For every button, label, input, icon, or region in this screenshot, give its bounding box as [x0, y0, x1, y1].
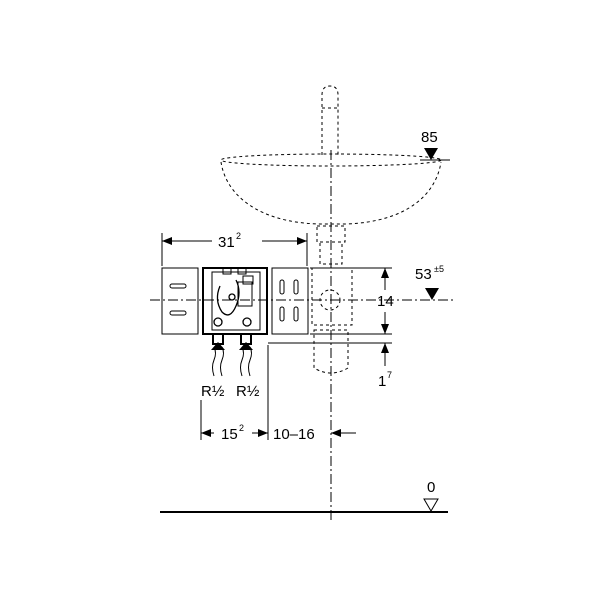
connection-right-label: R½ — [236, 383, 260, 400]
connection-width-label: 15 — [221, 426, 238, 443]
frame-height-dimension: 14 — [310, 267, 394, 335]
frame-width-label: 31 — [218, 234, 235, 251]
center-height-sup: ±5 — [434, 264, 444, 274]
basin-height-label: 85 — [421, 129, 438, 146]
faucet — [321, 85, 339, 155]
floor-level: 0 — [160, 479, 448, 513]
frame-height-label: 14 — [377, 293, 394, 310]
wall-distance-label: 10–16 — [273, 426, 315, 443]
supply-arrows-left — [211, 342, 225, 377]
basin-height-marker: 85 — [420, 129, 450, 161]
floor-level-label: 0 — [427, 479, 435, 496]
center-height-marker: 53 ±5 — [415, 264, 444, 300]
connection-width-sup: 2 — [239, 423, 244, 433]
connection-left-label: R½ — [201, 383, 225, 400]
wall-distance-dimension: 10–16 — [273, 426, 356, 443]
center-height-label: 53 — [415, 266, 432, 283]
frame-width-sup: 2 — [236, 231, 241, 241]
frame-width-dimension: 31 2 — [161, 231, 308, 266]
supply-arrows-right — [239, 342, 253, 377]
bottom-offset-dimension: 1 7 — [268, 342, 392, 390]
mounting-frame — [161, 267, 309, 345]
bottom-offset-label: 1 — [378, 373, 386, 390]
connection-width-dimension: 15 2 — [200, 345, 269, 443]
bottom-offset-sup: 7 — [387, 370, 392, 380]
